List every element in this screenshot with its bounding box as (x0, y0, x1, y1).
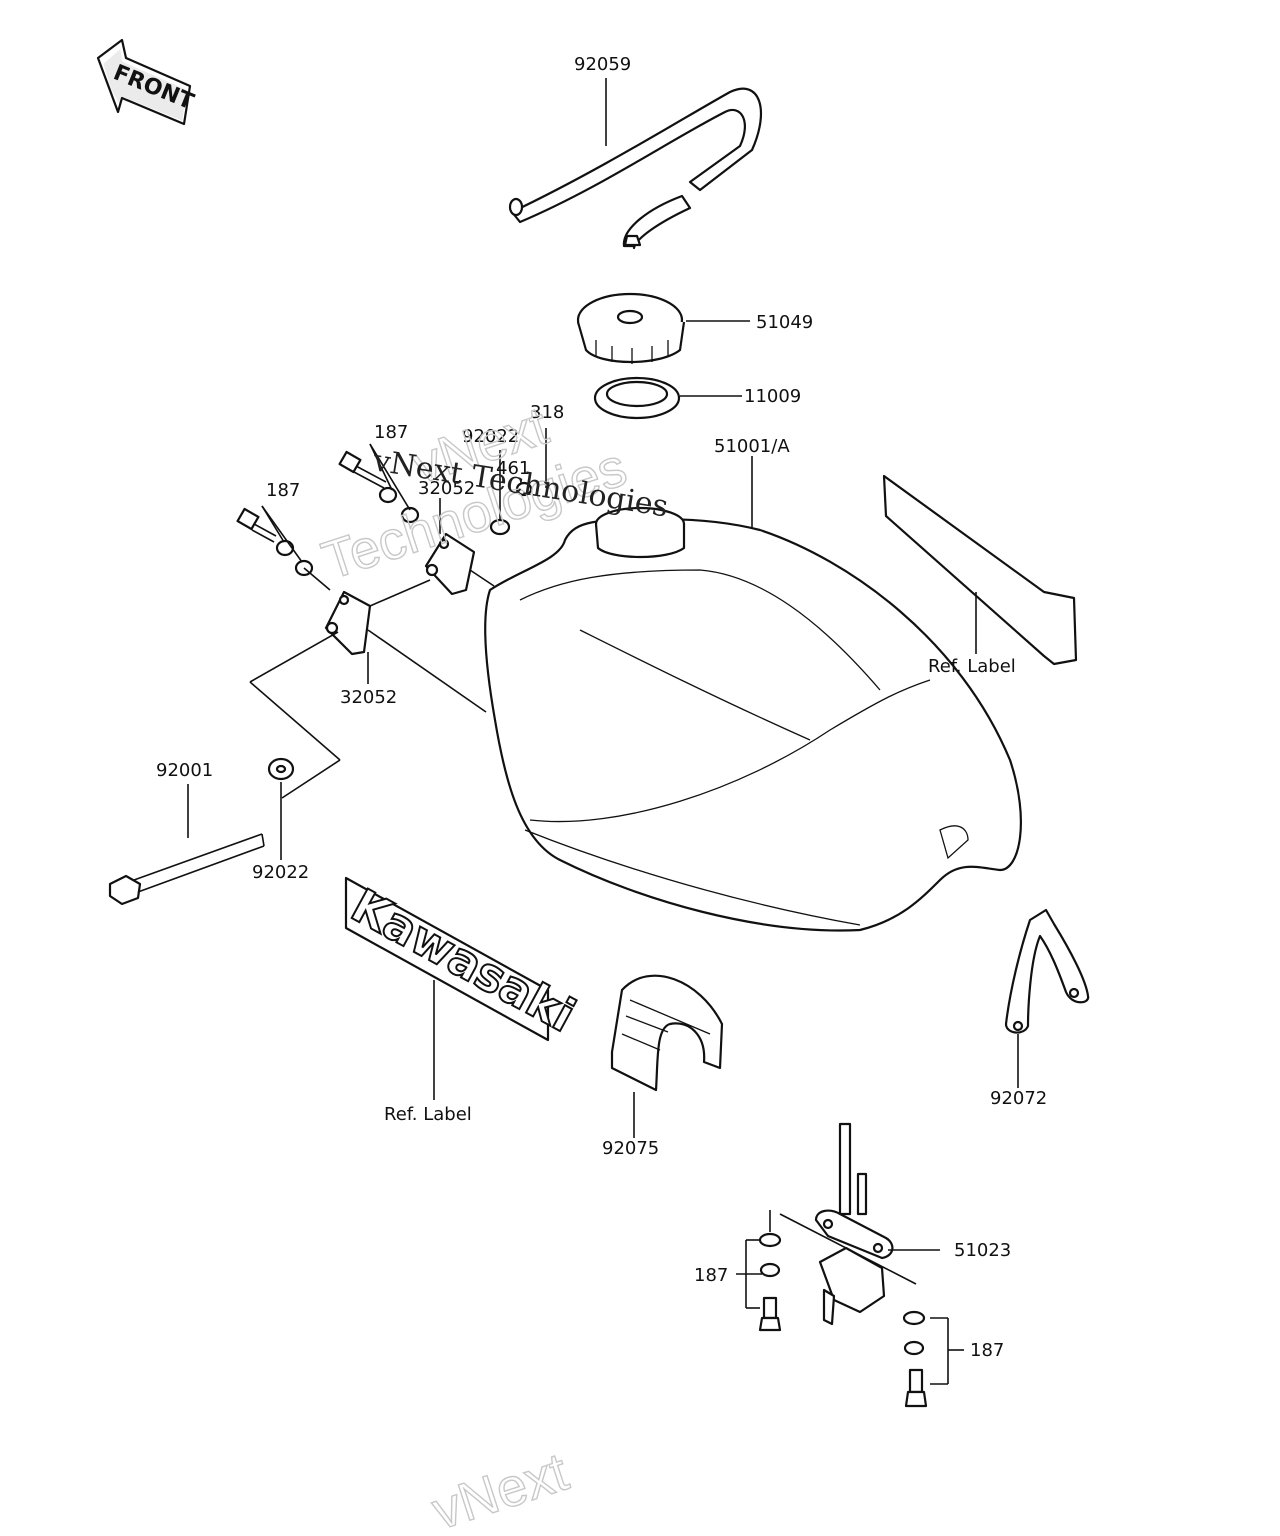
long-bolt (108, 833, 265, 906)
kawasaki-emblem: Kawasaki (342, 876, 585, 1044)
cap-gasket (593, 376, 681, 420)
bolt-left (236, 507, 277, 543)
tank-strap (1004, 908, 1090, 1034)
callout-92022-bottom: 92022 (252, 862, 309, 883)
filler-cap (576, 292, 686, 364)
callout-cap: 51049 (756, 312, 813, 333)
emblem-text: Kawasaki (343, 878, 584, 1042)
breather-hose (508, 87, 763, 250)
callout-tank: 51001/A (714, 436, 790, 457)
bolt-upper (338, 450, 387, 489)
callout-187-left: 187 (266, 480, 300, 501)
callout-labels: 92059 51049 11009 318 92022 461 187 3205… (156, 54, 1047, 1361)
bracket-upper (424, 532, 476, 596)
callout-92001: 92001 (156, 760, 213, 781)
watermark-vnext-bottom: vNext (425, 1442, 575, 1536)
callout-92022-top: 92022 (462, 426, 519, 447)
callout-51023: 51023 (954, 1240, 1011, 1261)
callout-187-top: 187 (374, 422, 408, 443)
bracket-lower (324, 590, 372, 656)
tank-damper (610, 974, 724, 1092)
callout-gasket: 11009 (744, 386, 801, 407)
callout-hose: 92059 (574, 54, 631, 75)
callout-187-screws-right: 187 (970, 1340, 1004, 1361)
callout-ref-label-right: Ref. Label (928, 656, 1016, 677)
callout-92072: 92072 (990, 1088, 1047, 1109)
tank-label-sticker (882, 474, 1078, 666)
front-arrow-icon: FRONT (96, 38, 197, 126)
callout-318: 318 (530, 402, 564, 423)
callout-92075: 92075 (602, 1138, 659, 1159)
tap-screws-right (902, 1310, 928, 1408)
leader-lines (187, 78, 1019, 1385)
callout-emblem-ref-label: Ref. Label (384, 1104, 472, 1125)
callout-461: 461 (496, 458, 530, 479)
callout-32052-bottom: 32052 (340, 687, 397, 708)
tap-screws-left (758, 1232, 782, 1332)
callout-187-screws-left: 187 (694, 1265, 728, 1286)
callout-32052-top: 32052 (418, 478, 475, 499)
washer-lower (267, 757, 295, 781)
fuel-tap (814, 1122, 894, 1326)
fuel-tank (484, 506, 1022, 932)
